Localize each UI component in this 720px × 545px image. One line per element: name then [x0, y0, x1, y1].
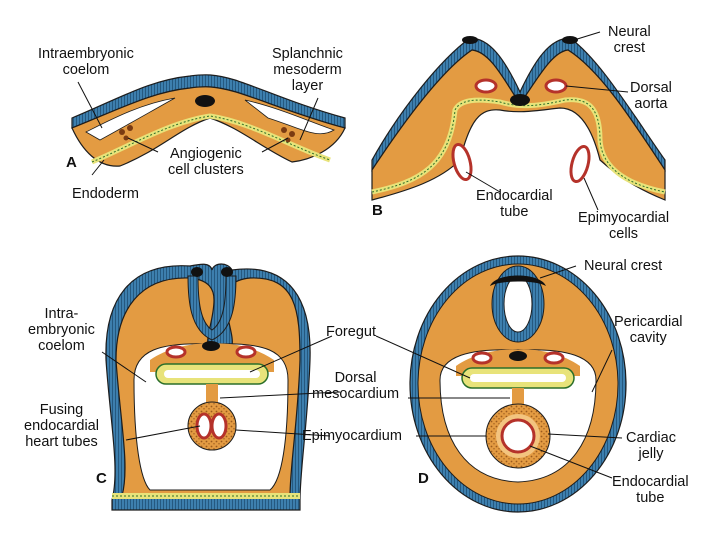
panel-c-neural-crest-right	[221, 267, 233, 277]
label-dorsal-mesocardium: Dorsal mesocardium	[312, 370, 400, 402]
panel-a-mesoderm	[71, 86, 346, 167]
panel-c-neural-crest-left	[191, 267, 203, 277]
panel-b-neural-crest-left	[462, 36, 478, 44]
panel-d-endocardial-tube	[500, 418, 536, 454]
panel-a-letter: A	[66, 154, 77, 171]
label-foregut: Foregut	[326, 324, 376, 340]
panel-d-dorsal-aorta-left	[471, 351, 493, 365]
panel-b-endocardial-tube-right	[569, 144, 591, 184]
panel-c-dorsal-aorta-right	[235, 345, 257, 359]
label-c-fusing-tubes: Fusing endocardial heart tubes	[24, 402, 99, 450]
panel-a-coelom-left	[85, 97, 176, 141]
panel-d-leaders	[529, 265, 623, 479]
panel-a-notochord	[195, 95, 215, 107]
panel-d-dorsal-aorta-right	[543, 351, 565, 365]
panel-b-dorsal-aorta-left	[474, 78, 498, 94]
label-d-pericardial-cavity: Pericardial cavity	[614, 314, 683, 346]
panel-b-dorsal-aorta-right	[544, 78, 568, 94]
panel-c-neural-tube	[187, 275, 237, 341]
panel-a-leaders	[77, 81, 319, 176]
panel-b-endocardial-tube-left	[451, 142, 473, 182]
panel-b-neural-crest-right	[562, 36, 578, 44]
panel-c-endocardial-tube-right	[210, 412, 228, 440]
panel-a-endoderm	[91, 113, 331, 165]
label-a-angiogenic-clusters: Angiogenic cell clusters	[168, 146, 244, 178]
label-epimyocardium: Epimyocardium	[302, 428, 402, 444]
panel-d-neural-crest	[490, 275, 546, 286]
shared-leaders	[219, 335, 510, 437]
label-d-neural-crest: Neural crest	[584, 258, 663, 274]
panel-a-angiogenic-clusters	[119, 125, 295, 143]
panel-c-leaders	[101, 351, 201, 441]
label-c-intraembryonic-coelom: Intra- embryonic coelom	[28, 306, 95, 354]
panel-b-mesoderm	[371, 49, 666, 201]
panel-a	[71, 74, 346, 176]
label-a-intraembryonic-coelom: Intraembryonic coelom	[38, 46, 134, 78]
panel-b	[371, 31, 666, 211]
panel-c-dorsal-mesocardium	[206, 384, 218, 406]
label-d-cardiac-jelly: Cardiac jelly	[626, 430, 676, 462]
panel-d-letter: D	[418, 470, 429, 487]
label-a-endoderm: Endoderm	[72, 186, 139, 202]
panel-c-notochord	[202, 341, 220, 351]
panel-c-letter: C	[96, 470, 107, 487]
label-b-dorsal-aorta: Dorsal aorta	[630, 80, 672, 112]
panel-d-notochord	[509, 351, 527, 361]
label-b-neural-crest: Neural crest	[608, 24, 651, 56]
panel-b-letter: B	[372, 202, 383, 219]
label-d-endocardial-tube: Endocardial tube	[612, 474, 689, 506]
label-b-endocardial-tube: Endocardial tube	[476, 188, 553, 220]
panel-c	[101, 263, 311, 511]
label-a-splanchnic-mesoderm: Splanchnic mesoderm layer	[272, 46, 343, 94]
panel-d-dorsal-mesocardium	[512, 388, 524, 406]
panel-b-leaders	[465, 31, 629, 211]
label-b-epimyocardial-cells: Epimyocardial cells	[578, 210, 670, 242]
panel-d	[409, 255, 627, 513]
panel-b-notochord	[510, 94, 530, 106]
panel-c-dorsal-aorta-left	[165, 345, 187, 359]
panel-a-coelom-right	[244, 99, 335, 135]
